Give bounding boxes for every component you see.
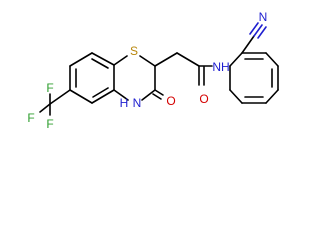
atom-amide-oxygen: O	[199, 92, 208, 106]
atom-nitrile-nitrogen: N	[259, 10, 268, 24]
atom-ring-hydrogen: H	[120, 96, 129, 110]
atom-labels: S O N H O NH N F F F	[27, 10, 267, 131]
atom-sulfur: S	[130, 44, 138, 58]
atom-fluorine-top: F	[46, 81, 53, 95]
atom-ring-nitrogen: N	[133, 96, 142, 110]
atom-fluorine-left: F	[27, 111, 34, 125]
chemical-structure: S O N H O NH N F F F	[27, 10, 279, 131]
bonds	[39, 22, 279, 116]
atom-ring-oxygen: O	[166, 94, 175, 108]
atom-fluorine-bottom: F	[46, 117, 53, 131]
atom-amide-nh: NH	[212, 60, 229, 74]
